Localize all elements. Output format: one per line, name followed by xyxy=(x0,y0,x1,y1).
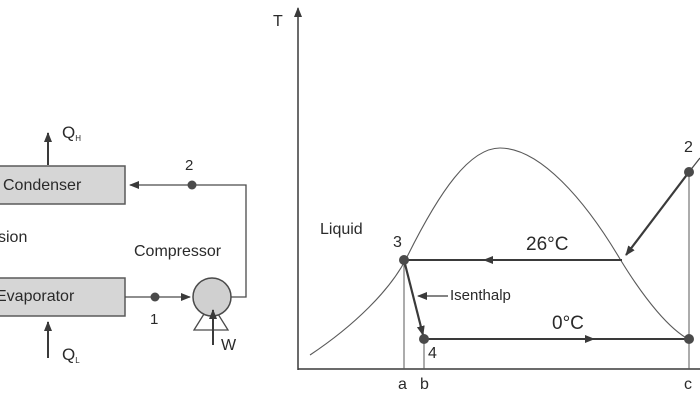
w-label: W xyxy=(221,337,237,354)
evaporator-box xyxy=(0,277,126,317)
state-3-label: 3 xyxy=(393,234,402,251)
temp-high-label: 26°C xyxy=(526,234,568,255)
throttling-line xyxy=(402,259,425,336)
evaporator-label: Evaporator xyxy=(0,288,75,305)
liquid-region-label: Liquid xyxy=(320,221,363,238)
condenser-box xyxy=(0,165,126,205)
point-2-label: 2 xyxy=(185,157,193,174)
state-2-marker xyxy=(684,167,694,177)
condenser-label: Condenser xyxy=(3,177,82,194)
state-3-marker xyxy=(399,255,409,265)
compressor-label: Compressor xyxy=(134,243,222,260)
ts-diagram: T Liquid 26°C Isenthalp 0°C 2 3 4 xyxy=(273,7,700,393)
point-1-marker xyxy=(150,292,160,302)
ql-label: QL xyxy=(62,345,80,365)
discharge-pipe xyxy=(129,181,247,298)
isenthalp-label: Isenthalp xyxy=(450,287,511,304)
state-1-marker xyxy=(684,334,694,344)
t-axis-label: T xyxy=(273,13,283,30)
tick-b-label: b xyxy=(420,376,429,393)
cycle-schematic: QH Condenser sion Evaporator QL 1 W Comp… xyxy=(0,123,247,365)
state-4-label: 4 xyxy=(428,345,437,362)
temp-low-label: 0°C xyxy=(552,313,584,334)
expansion-valve-label: sion xyxy=(0,229,27,246)
point-1-label: 1 xyxy=(150,311,158,328)
desuperheat-line xyxy=(625,171,690,256)
saturation-dome xyxy=(309,147,691,356)
state-2-label: 2 xyxy=(684,139,693,156)
tick-a-label: a xyxy=(398,376,407,393)
qh-label: QH xyxy=(62,123,81,143)
state-4-marker xyxy=(419,334,429,344)
point-2-marker xyxy=(187,180,197,190)
tick-c-label: c xyxy=(684,376,692,393)
